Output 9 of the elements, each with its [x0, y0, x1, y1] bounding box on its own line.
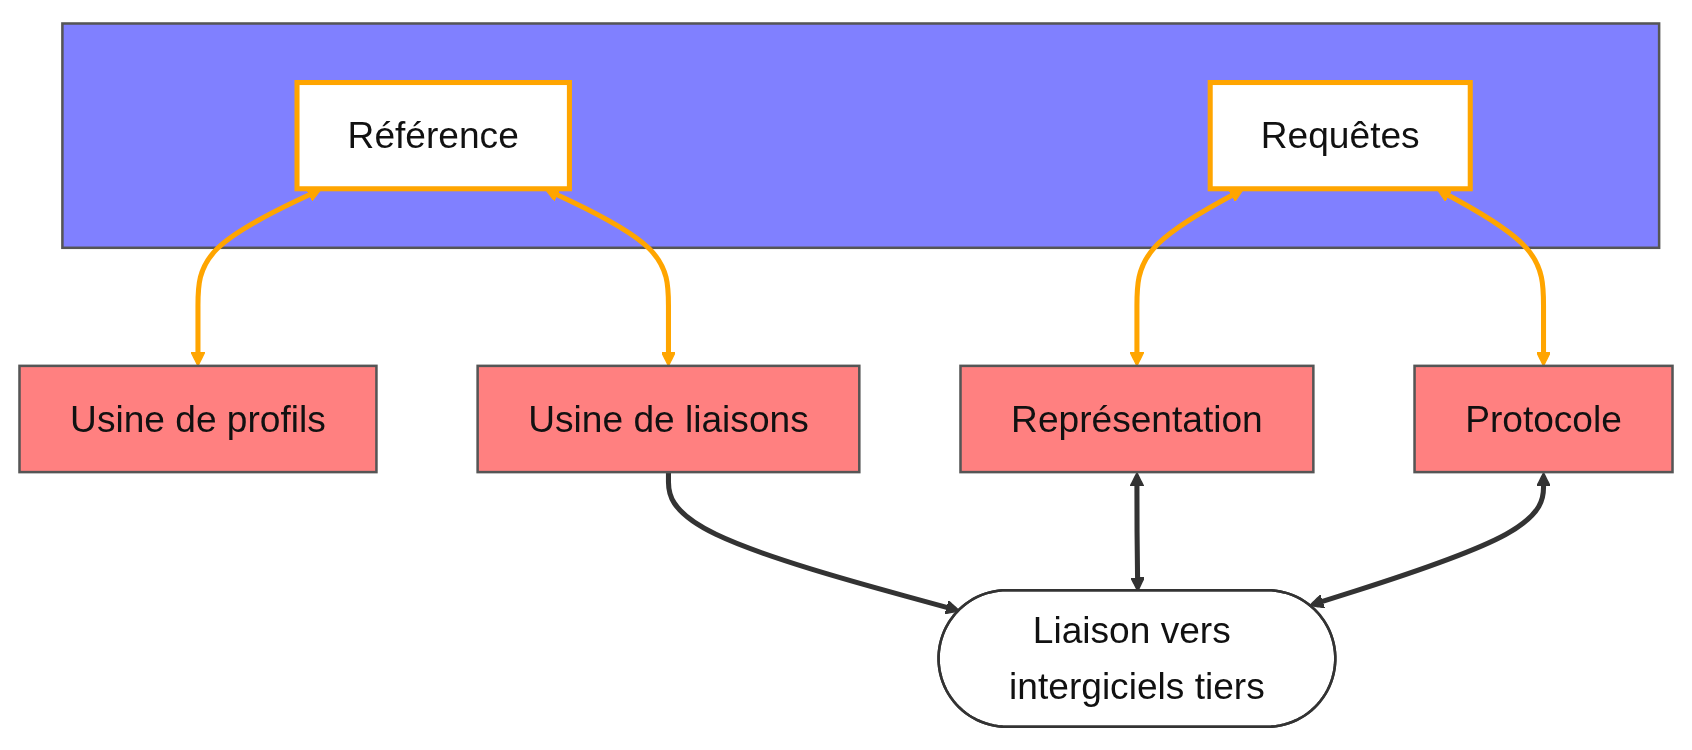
arrow — [665, 471, 961, 615]
node-box: Usine de profils — [18, 364, 378, 474]
cluster — [61, 22, 1661, 249]
node-box: Représentation — [959, 364, 1315, 474]
node-box: Référence — [294, 79, 572, 192]
node-box: Requêtes — [1207, 79, 1473, 192]
node-box: Protocole — [1413, 364, 1674, 474]
arrow — [1309, 471, 1551, 609]
node-box: Usine de liaisons — [476, 364, 861, 474]
